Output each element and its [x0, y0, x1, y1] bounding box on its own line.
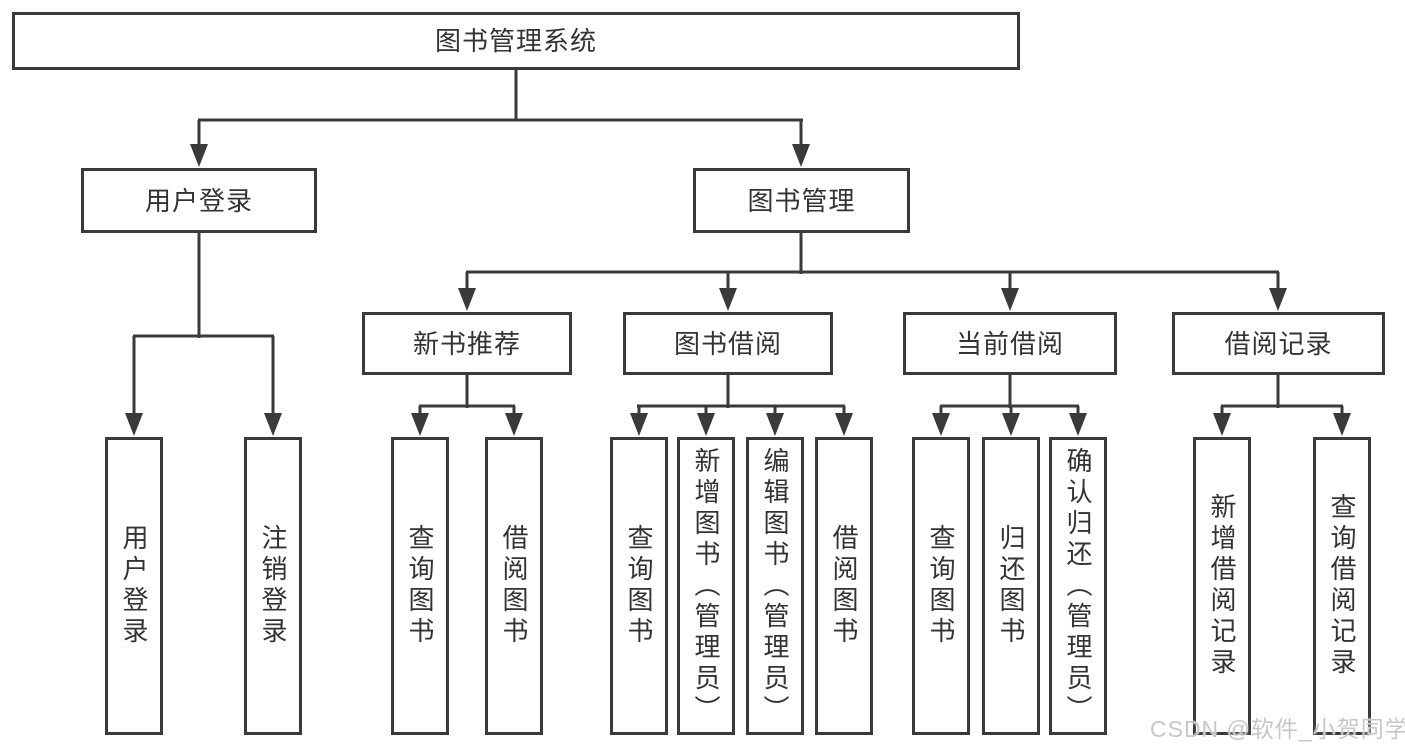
node-bb-query-books-label: 查询图书: [624, 524, 654, 648]
node-book-borrowing-label: 图书借阅: [673, 328, 782, 359]
node-logout-leaf: 注销登录: [244, 437, 302, 735]
node-nb-borrow-books-label: 借阅图书: [499, 524, 529, 648]
node-new-book-recommend: 新书推荐: [362, 312, 572, 375]
node-cb-return-books-label: 归还图书: [996, 524, 1026, 648]
node-br-query-record-label: 查询借阅记录: [1327, 493, 1357, 679]
node-br-add-record: 新增借阅记录: [1193, 437, 1251, 735]
node-current-borrowing: 当前借阅: [903, 312, 1117, 375]
node-nb-query-books: 查询图书: [391, 437, 449, 735]
node-br-add-record-label: 新增借阅记录: [1207, 493, 1237, 679]
node-cb-return-books: 归还图书: [982, 437, 1040, 735]
node-user-login: 用户登录: [81, 168, 317, 233]
node-new-book-recommend-label: 新书推荐: [412, 328, 521, 359]
node-user-login-label: 用户登录: [144, 185, 253, 216]
node-cb-query-books-label: 查询图书: [926, 524, 956, 648]
node-bb-borrow-books-label: 借阅图书: [829, 524, 859, 648]
node-logout-leaf-label: 注销登录: [258, 524, 288, 648]
node-bb-add-books-admin-label: 新增图书（管理员）: [691, 446, 721, 726]
node-user-login-leaf-label: 用户登录: [119, 524, 149, 648]
node-root: 图书管理系统: [12, 12, 1020, 70]
node-bb-edit-books-admin-label: 编辑图书（管理员）: [760, 446, 790, 726]
node-bb-edit-books-admin: 编辑图书（管理员）: [746, 437, 804, 735]
node-br-query-record: 查询借阅记录: [1313, 437, 1371, 735]
node-bb-add-books-admin: 新增图书（管理员）: [677, 437, 735, 735]
node-cb-confirm-return-admin-label: 确认归还（管理员）: [1063, 446, 1093, 726]
node-borrow-records-label: 借阅记录: [1224, 328, 1333, 359]
node-nb-query-books-label: 查询图书: [405, 524, 435, 648]
node-root-label: 图书管理系统: [434, 26, 597, 56]
node-book-management-label: 图书管理: [747, 185, 856, 216]
node-cb-confirm-return-admin: 确认归还（管理员）: [1049, 437, 1107, 735]
csdn-watermark: CSDN @软件_小贺同学: [1150, 716, 1405, 742]
node-borrow-records: 借阅记录: [1172, 312, 1385, 375]
node-bb-borrow-books: 借阅图书: [815, 437, 873, 735]
node-book-management: 图书管理: [693, 168, 910, 233]
node-book-borrowing: 图书借阅: [623, 312, 833, 375]
node-cb-query-books: 查询图书: [912, 437, 970, 735]
node-current-borrowing-label: 当前借阅: [955, 328, 1064, 359]
node-user-login-leaf: 用户登录: [105, 437, 163, 735]
node-nb-borrow-books: 借阅图书: [485, 437, 543, 735]
node-bb-query-books: 查询图书: [610, 437, 668, 735]
